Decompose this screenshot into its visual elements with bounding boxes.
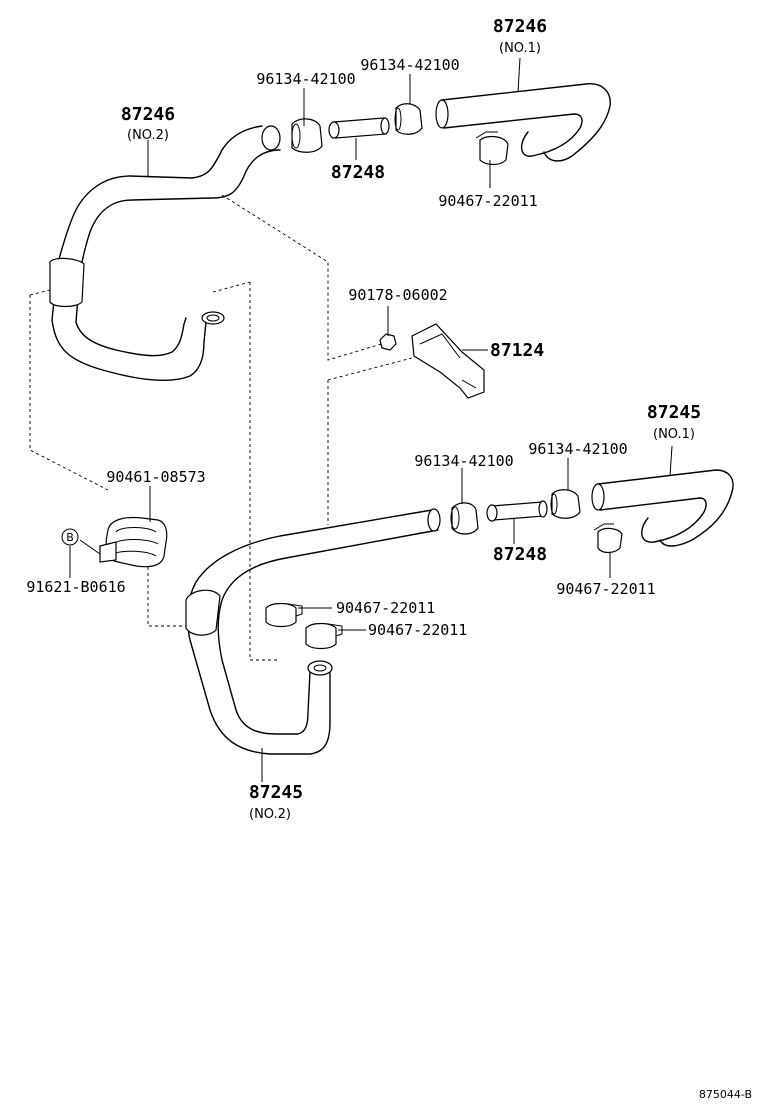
label-87248-upper: 87248 bbox=[331, 162, 385, 183]
label-90178-nut: 90178-06002 bbox=[348, 286, 447, 304]
clip-90467-22011-lower-b bbox=[305, 622, 343, 650]
label-87246-no2: 87246 bbox=[121, 104, 175, 125]
label-87245-no2: 87245 bbox=[249, 782, 303, 803]
label-96134-upper-left: 96134-42100 bbox=[256, 70, 355, 88]
clamp-96134-42100-lower-right bbox=[550, 489, 581, 519]
clip-90467-22011-lower-right bbox=[593, 523, 623, 554]
clamp-96134-42100-lower-left bbox=[450, 502, 479, 535]
label-90461-holder: 90461-08573 bbox=[106, 468, 205, 486]
clip-90467-22011-upper bbox=[475, 131, 509, 166]
label-87245-no1: 87245 bbox=[647, 402, 701, 423]
figure-code: 875044-B bbox=[699, 1088, 752, 1101]
bolt-b-marker: B bbox=[61, 528, 79, 546]
clamp-96134-42100-upper-left bbox=[291, 118, 323, 153]
pipe-87248-lower bbox=[486, 500, 548, 522]
hose-87246-no1 bbox=[435, 83, 611, 162]
clamp-96134-42100-upper-right bbox=[394, 103, 423, 135]
label-87245-no2-sub: (NO.2) bbox=[249, 807, 291, 822]
label-90467-lower-b: 90467-22011 bbox=[368, 621, 467, 639]
label-90467-upper: 90467-22011 bbox=[438, 192, 537, 210]
label-96134-lower-left: 96134-42100 bbox=[414, 452, 513, 470]
nut-90178-06002 bbox=[379, 333, 397, 351]
hose-87245-no1 bbox=[591, 469, 734, 547]
leader-lines bbox=[69, 57, 673, 782]
label-96134-lower-right: 96134-42100 bbox=[528, 440, 627, 458]
label-87245-no1-sub: (NO.1) bbox=[653, 427, 695, 442]
clip-90467-22011-lower-a bbox=[265, 602, 303, 628]
label-87124-bracket: 87124 bbox=[490, 340, 544, 361]
label-87246-no1: 87246 bbox=[493, 16, 547, 37]
label-87248-lower: 87248 bbox=[493, 544, 547, 565]
dashed-guides bbox=[29, 194, 413, 661]
bolt-marker-label: B bbox=[66, 531, 74, 544]
clamp-holder-90461-08573 bbox=[99, 516, 168, 568]
label-91621-bolt: 91621-B0616 bbox=[26, 578, 125, 596]
label-87246-no2-sub: (NO.2) bbox=[127, 128, 169, 143]
hose-87245-no2 bbox=[185, 508, 441, 755]
label-90467-lower-a: 90467-22011 bbox=[336, 599, 435, 617]
bracket-87124 bbox=[411, 323, 485, 399]
label-90467-lower-right: 90467-22011 bbox=[556, 580, 655, 598]
pipe-87248-upper bbox=[328, 117, 390, 139]
label-87246-no1-sub: (NO.1) bbox=[499, 41, 541, 56]
label-96134-upper-right: 96134-42100 bbox=[360, 56, 459, 74]
hose-87246-no2 bbox=[49, 125, 281, 382]
